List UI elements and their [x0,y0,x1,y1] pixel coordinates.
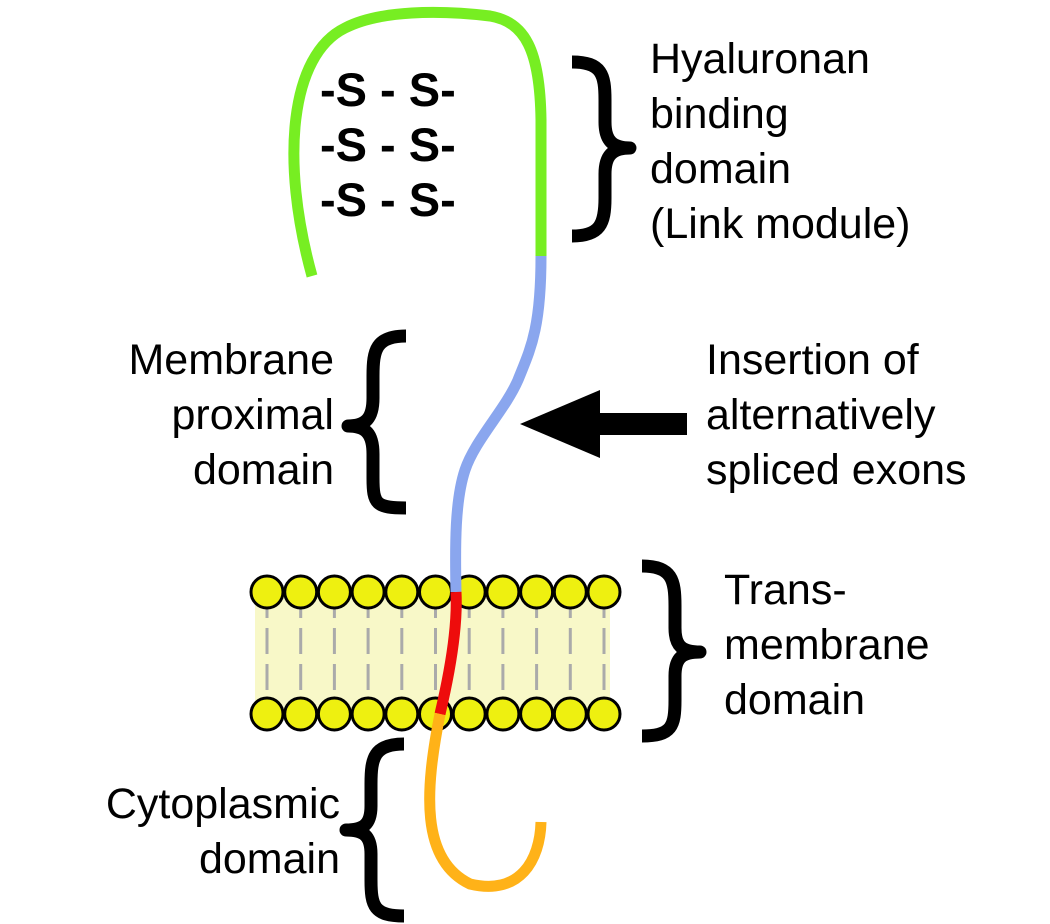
curly-brace-icon [571,55,637,243]
label-line: domain [724,676,865,724]
membrane-proximal-segment [450,255,547,593]
transmembrane-segment [434,591,462,716]
lipid-head-icon [418,574,453,610]
label-line: membrane [724,621,930,669]
curly-brace-icon [641,559,707,743]
lipid-heads [249,574,622,732]
label-line: (Link module) [650,200,911,248]
label-line: Membrane [128,336,334,384]
arrow-left-icon [520,390,687,458]
label-line: binding [650,90,789,138]
lipid-head-icon [350,696,386,732]
lipid-head-icon [485,696,521,732]
label-line: domain [193,446,334,494]
lipid-bilayer [249,574,622,732]
lipid-head-icon [485,574,521,610]
label-line: Cytoplasmic [106,780,340,828]
insertion-label: Insertion of alternatively spliced exons [706,336,967,494]
lipid-head-icon [316,696,352,732]
lipid-head-icon [316,574,352,610]
lipid-head-icon [519,574,555,610]
lipid-head-icon [350,574,386,610]
hyaluronan-binding-label: Hyaluronan binding domain (Link module) [650,35,911,248]
disulfide-bond: -S - S- [320,63,456,116]
lipid-head-icon [519,696,555,732]
lipid-tails [265,592,606,714]
cytoplasmic-segment [424,712,547,892]
lipid-head-icon [283,696,319,732]
label-line: proximal [172,391,335,439]
curly-brace-icon [341,329,407,515]
lipid-head-icon [586,696,622,732]
label-line: alternatively [706,391,936,439]
disulfide-bond: -S - S- [320,118,456,171]
protein-chain [288,6,547,892]
lipid-head-icon [384,696,420,732]
label-line: Insertion of [706,336,920,384]
label-line: domain [199,835,340,883]
lipid-head-icon [451,696,487,732]
lipid-head-icon [552,574,588,610]
label-line: domain [650,145,791,193]
label-line: spliced exons [706,446,967,494]
lipid-head-icon [586,574,622,610]
curly-brace-icon [339,737,405,923]
disulfide-bonds: -S - S- -S - S- -S - S- [320,63,456,226]
lipid-head-icon [283,574,319,610]
hyaluronan-binding-segment [288,6,547,278]
label-line: Trans- [724,566,847,614]
lipid-head-icon [384,574,420,610]
label-line: Hyaluronan [650,35,870,83]
membrane-band [255,592,610,714]
lipid-head-icon [552,696,588,732]
disulfide-bond: -S - S- [320,173,456,226]
cytoplasmic-label: Cytoplasmic domain [106,780,340,883]
lipid-head-icon [249,696,285,732]
lipid-head-icon [249,574,285,610]
membrane-proximal-label: Membrane proximal domain [128,336,334,494]
transmembrane-label: Trans- membrane domain [724,566,930,724]
